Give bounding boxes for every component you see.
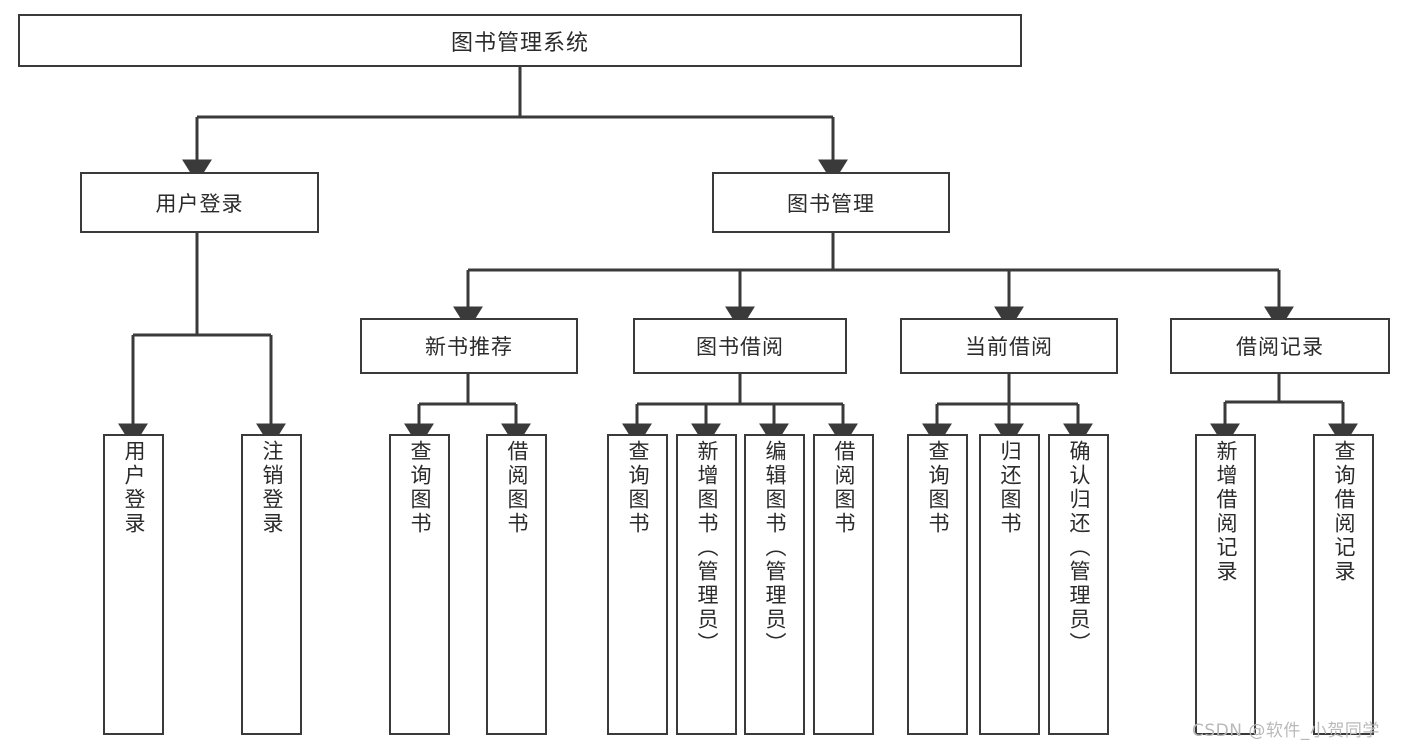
node-root-book-management-system[interactable]: 图书管理系统	[18, 14, 1022, 67]
node-leaf-logout[interactable]: 注销登录	[241, 434, 302, 735]
node-label: 新增借阅记录	[1214, 440, 1238, 584]
csdn-watermark: CSDN @软件_小贺同学	[1192, 721, 1380, 741]
node-leaf-user-login[interactable]: 用户登录	[103, 434, 164, 735]
node-leaf-query-book-current[interactable]: 查询图书	[907, 434, 968, 735]
node-label: 注销登录	[260, 440, 284, 536]
node-label: 用户登录	[155, 191, 244, 216]
node-label: 编辑图书（管理员）	[763, 440, 787, 656]
node-book-borrow[interactable]: 图书借阅	[633, 318, 847, 374]
node-leaf-return-book[interactable]: 归还图书	[979, 434, 1040, 735]
node-borrow-record[interactable]: 借阅记录	[1170, 318, 1390, 374]
node-leaf-query-book-recommend[interactable]: 查询图书	[389, 434, 450, 735]
node-label: 查询图书	[926, 440, 950, 536]
node-label: 查询图书	[626, 440, 650, 536]
node-leaf-edit-book-admin[interactable]: 编辑图书（管理员）	[744, 434, 805, 735]
node-label: 归还图书	[998, 440, 1022, 536]
node-leaf-add-borrow-record[interactable]: 新增借阅记录	[1195, 434, 1256, 735]
node-leaf-add-book-admin[interactable]: 新增图书（管理员）	[676, 434, 737, 735]
node-label: 用户登录	[122, 440, 146, 536]
node-label: 确认归还（管理员）	[1067, 440, 1091, 656]
node-label: 借阅记录	[1236, 335, 1324, 359]
node-label: 新增图书（管理员）	[695, 440, 719, 656]
node-leaf-borrow-book-recommend[interactable]: 借阅图书	[486, 434, 547, 735]
node-label: 查询图书	[408, 440, 432, 536]
node-label: 图书管理	[787, 191, 875, 216]
node-book-management[interactable]: 图书管理	[712, 172, 950, 233]
node-label: 当前借阅	[965, 335, 1053, 359]
node-label: 查询借阅记录	[1332, 440, 1356, 584]
node-leaf-query-book-borrow[interactable]: 查询图书	[607, 434, 668, 735]
node-label: 借阅图书	[505, 440, 529, 536]
node-label: 借阅图书	[832, 440, 856, 536]
node-label: 图书借阅	[696, 335, 784, 359]
node-leaf-query-borrow-record[interactable]: 查询借阅记录	[1313, 434, 1374, 735]
node-user-login[interactable]: 用户登录	[80, 172, 319, 233]
node-leaf-borrow-book[interactable]: 借阅图书	[813, 434, 874, 735]
node-leaf-confirm-return-admin[interactable]: 确认归还（管理员）	[1048, 434, 1109, 735]
node-current-borrow[interactable]: 当前借阅	[900, 318, 1118, 374]
node-label: 新书推荐	[425, 335, 513, 359]
node-label: 图书管理系统	[450, 30, 589, 56]
node-new-book-recommend[interactable]: 新书推荐	[360, 318, 578, 374]
